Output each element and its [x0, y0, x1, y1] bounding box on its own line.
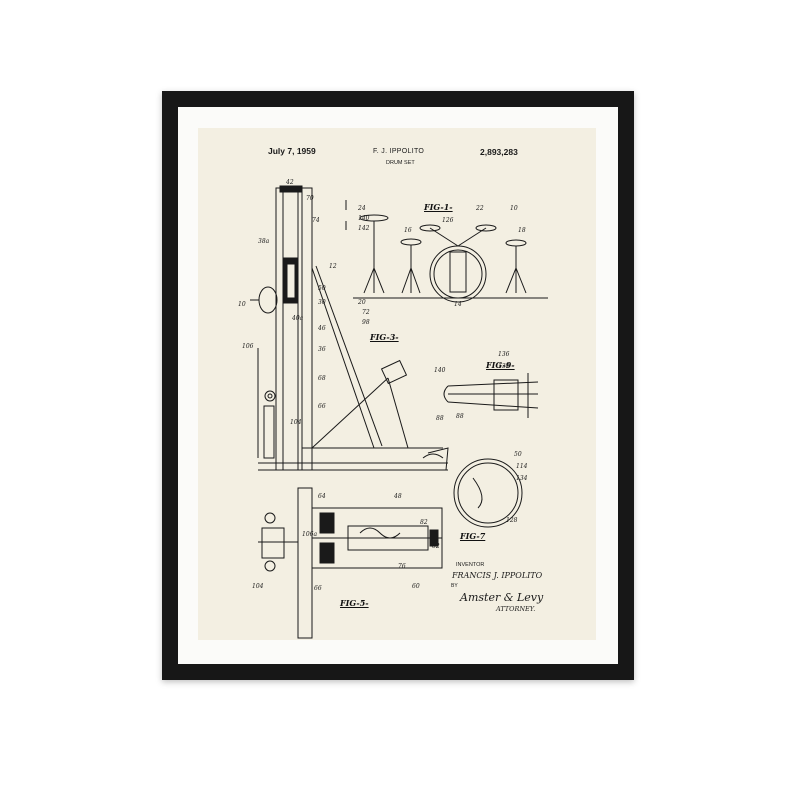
fig5-label: FIG-5-	[340, 598, 369, 608]
svg-text:104: 104	[252, 583, 264, 590]
svg-text:88: 88	[436, 415, 444, 422]
svg-text:14: 14	[454, 301, 462, 308]
svg-text:82: 82	[420, 519, 428, 526]
attorney-label: ATTORNEY.	[496, 605, 536, 613]
svg-text:68: 68	[318, 375, 326, 382]
picture-frame: July 7, 1959 F. J. IPPOLITO DRUM SET 2,8…	[162, 91, 634, 680]
attorney-signature: Amster & Levy	[460, 591, 544, 604]
fig9-label: FIG-9-	[486, 360, 515, 370]
inventor-signature: FRANCIS J. IPPOLITO	[452, 571, 543, 580]
svg-text:20: 20	[357, 299, 366, 306]
svg-text:66: 66	[314, 585, 322, 592]
patent-title: DRUM SET	[386, 160, 415, 166]
patent-number: 2,893,283	[480, 147, 518, 157]
svg-text:62: 62	[432, 543, 440, 550]
svg-text:30: 30	[318, 299, 326, 306]
svg-text:66: 66	[318, 403, 326, 410]
svg-text:48: 48	[393, 493, 402, 500]
svg-text:126: 126	[442, 217, 454, 224]
svg-text:64: 64	[318, 493, 326, 500]
patent-inventor: F. J. IPPOLITO	[373, 148, 425, 155]
svg-text:140: 140	[434, 367, 446, 374]
svg-text:16: 16	[404, 227, 412, 234]
patent-drawing: 42 70 74 12 38a 50 30 10 40a 46 36 106 6…	[238, 179, 548, 639]
fig7-label: FIG-7	[460, 531, 486, 541]
svg-text:60: 60	[412, 583, 420, 590]
svg-text:42: 42	[285, 179, 294, 186]
svg-text:142: 142	[358, 225, 370, 232]
svg-text:98: 98	[362, 319, 370, 326]
svg-text:24: 24	[357, 205, 366, 212]
patent-print: July 7, 1959 F. J. IPPOLITO DRUM SET 2,8…	[198, 128, 596, 640]
svg-text:106a: 106a	[302, 531, 317, 538]
svg-text:10: 10	[510, 205, 518, 212]
svg-text:114: 114	[516, 463, 528, 470]
svg-text:22: 22	[475, 205, 484, 212]
svg-text:104: 104	[290, 419, 302, 426]
fig9-drawing	[443, 373, 539, 418]
svg-text:38a: 38a	[258, 238, 270, 245]
fig3-label: FIG-3-	[370, 332, 399, 342]
svg-text:72: 72	[362, 309, 370, 316]
svg-text:88: 88	[456, 413, 464, 420]
patent-date: July 7, 1959	[268, 146, 316, 156]
svg-text:40a: 40a	[291, 315, 304, 322]
fig3-drawing	[250, 185, 449, 471]
svg-text:10: 10	[238, 301, 246, 308]
svg-text:70: 70	[306, 195, 314, 202]
svg-text:12: 12	[329, 263, 337, 270]
svg-text:140: 140	[358, 215, 370, 222]
svg-text:134: 134	[516, 475, 528, 482]
svg-text:18: 18	[518, 227, 526, 234]
fig7-drawing	[453, 458, 523, 528]
svg-text:134: 134	[498, 363, 510, 370]
fig1-drawing	[345, 200, 548, 303]
svg-text:128: 128	[506, 517, 518, 524]
svg-text:46: 46	[317, 325, 326, 332]
svg-text:74: 74	[312, 217, 320, 224]
svg-text:50: 50	[514, 451, 522, 458]
mat-board: July 7, 1959 F. J. IPPOLITO DRUM SET 2,8…	[178, 107, 618, 664]
svg-text:76: 76	[398, 563, 406, 570]
fig5-drawing	[258, 487, 443, 639]
inventor-label: INVENTOR	[456, 562, 485, 568]
svg-text:106: 106	[242, 343, 254, 350]
svg-text:36: 36	[318, 346, 326, 353]
by-label: BY	[451, 583, 458, 589]
svg-text:50: 50	[318, 285, 326, 292]
svg-text:136: 136	[498, 351, 510, 358]
fig1-label: FIG-1-	[424, 202, 453, 212]
